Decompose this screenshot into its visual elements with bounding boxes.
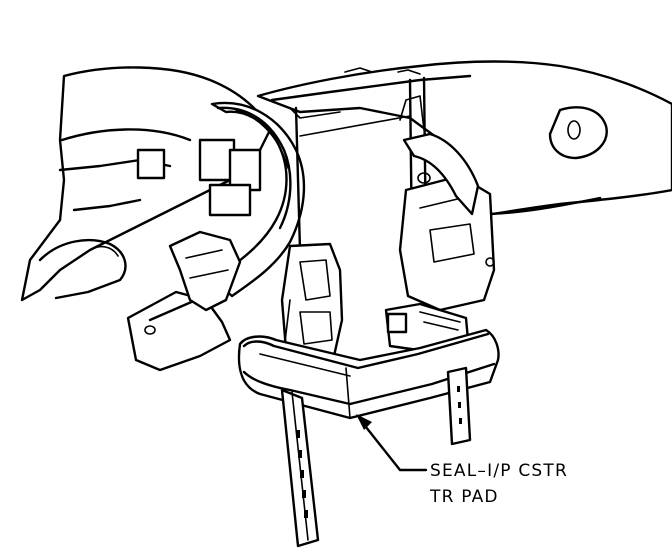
- strap-slots: [296, 430, 308, 518]
- right-bracket: [398, 95, 496, 312]
- seal-ip-cstr-tr-pad: [237, 328, 500, 420]
- callout-label: SEAL–I/P CSTR TR PAD: [430, 458, 568, 510]
- dash-panel-left: [20, 66, 272, 302]
- callout-leader: [356, 414, 428, 472]
- right-slotted-strap: [446, 366, 472, 446]
- dash-panel-upper-right: [256, 60, 672, 218]
- callout-label-line2: TR PAD: [430, 487, 499, 507]
- lower-left-bracket: [126, 230, 242, 372]
- callout-label-line1: SEAL–I/P CSTR: [430, 461, 568, 481]
- steering-column-shroud: [210, 101, 306, 298]
- slotted-strap: [280, 388, 320, 548]
